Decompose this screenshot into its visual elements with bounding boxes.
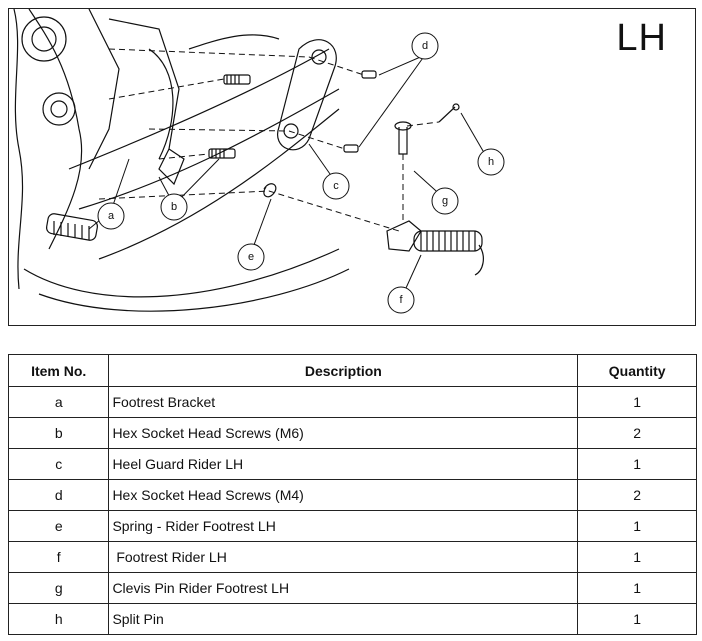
- cell-description: Split Pin: [108, 603, 579, 635]
- table-row: g Clevis Pin Rider Footrest LH 1: [7, 572, 697, 604]
- callout-b-circle: [160, 193, 188, 221]
- cell-description: Footrest Bracket: [108, 386, 579, 418]
- table-row: f Footrest Rider LH 1: [7, 541, 697, 573]
- split-pin-shape: [438, 106, 456, 123]
- frame-bolt-hole: [21, 16, 67, 62]
- table-row: b Hex Socket Head Screws (M6) 2: [7, 417, 697, 449]
- frame-bolt-hole: [42, 92, 76, 126]
- cell-item: g: [7, 572, 110, 604]
- callout-g-label: g: [442, 195, 448, 207]
- callout-c-circle: [322, 172, 350, 200]
- header-quantity: Quantity: [577, 354, 697, 387]
- cell-description: Spring - Rider Footrest LH: [108, 510, 579, 542]
- header-item-no: Item No.: [7, 354, 110, 387]
- table-row: h Split Pin 1: [7, 603, 697, 635]
- callout-h-label: h: [488, 156, 494, 168]
- frame-outline: [28, 9, 83, 250]
- diagram-drawing: a b c d e f g h: [13, 9, 505, 314]
- table-row: d Hex Socket Head Screws (M4) 2: [7, 479, 697, 511]
- callout-b-label: b: [171, 201, 177, 213]
- cell-quantity: 1: [577, 448, 697, 480]
- cell-quantity: 1: [577, 386, 697, 418]
- cell-description: Heel Guard Rider LH: [108, 448, 579, 480]
- screw-b-lower: [208, 148, 236, 159]
- callout-d-circle: [411, 32, 439, 60]
- cell-quantity: 2: [577, 417, 697, 449]
- heel-guard-shape: [276, 39, 337, 151]
- cell-quantity: 1: [577, 510, 697, 542]
- table-row: e Spring - Rider Footrest LH 1: [7, 510, 697, 542]
- callout-e-circle: [237, 243, 265, 271]
- cell-item: a: [7, 386, 110, 418]
- exhaust-outline: [23, 248, 340, 298]
- cell-quantity: 2: [577, 479, 697, 511]
- cell-description: Clevis Pin Rider Footrest LH: [108, 572, 579, 604]
- clevis-pin-shape: [394, 121, 412, 155]
- parts-table: Item No. Description Quantity a Footrest…: [7, 354, 697, 635]
- exploded-diagram: a b c d e f g h LH: [8, 8, 696, 326]
- callout-d-label: d: [422, 40, 428, 52]
- cell-item: c: [7, 448, 110, 480]
- callout-g-circle: [431, 187, 459, 215]
- cell-quantity: 1: [577, 603, 697, 635]
- callout-e-label: e: [248, 251, 254, 263]
- table-row: a Footrest Bracket 1: [7, 386, 697, 418]
- frame-outline: [13, 9, 24, 290]
- footrest-bracket-shape: [45, 213, 99, 241]
- side-label: LH: [616, 17, 667, 59]
- callout-a-circle: [97, 202, 125, 230]
- cell-item: d: [7, 479, 110, 511]
- table-row: c Heel Guard Rider LH 1: [7, 448, 697, 480]
- spring-shape: [263, 183, 277, 198]
- cell-item: e: [7, 510, 110, 542]
- cell-description: Footrest Rider LH: [108, 541, 579, 573]
- callout-f-circle: [387, 286, 415, 314]
- screw-d-lower: [343, 144, 359, 153]
- header-description: Description: [108, 354, 579, 387]
- callout-a-label: a: [108, 210, 115, 222]
- cell-quantity: 1: [577, 572, 697, 604]
- screw-d-upper: [361, 70, 377, 79]
- cell-item: f: [7, 541, 110, 573]
- callout-h-circle: [477, 148, 505, 176]
- footrest-rider-shape: [386, 220, 484, 276]
- cell-item: b: [7, 417, 110, 449]
- table-header-row: Item No. Description Quantity: [7, 354, 697, 387]
- cell-quantity: 1: [577, 541, 697, 573]
- cell-description: Hex Socket Head Screws (M6): [108, 417, 579, 449]
- callout-f-label: f: [399, 294, 403, 306]
- screw-b-upper: [223, 74, 251, 85]
- callout-c-label: c: [333, 180, 339, 192]
- cell-description: Hex Socket Head Screws (M4): [108, 479, 579, 511]
- cell-item: h: [7, 603, 110, 635]
